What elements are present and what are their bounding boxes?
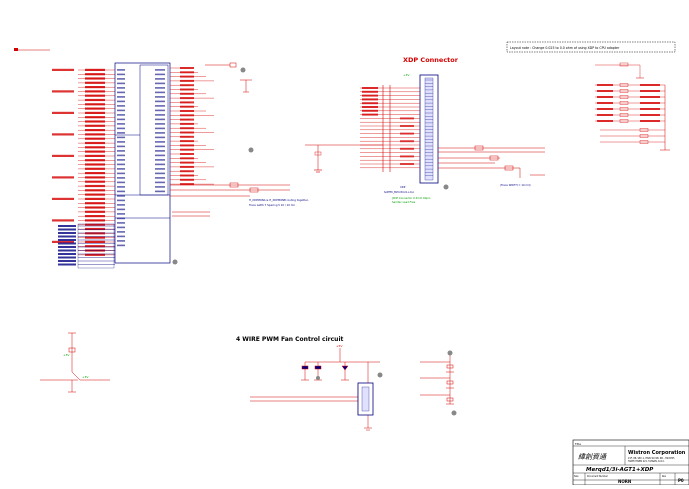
tp-circle [248,147,254,153]
cpu-left-net-labels [52,68,115,266]
xdp-rail-label: +3V [403,73,410,77]
thermal-rail-label-2: +3V [82,375,89,379]
tb-size-label: Size [574,475,579,478]
title-block: Title 緯創資通 Wistron Corporation 21F, 88, … [572,439,689,486]
xdp-connector-title: XDP Connector [403,56,459,64]
cpu-right-nets [170,67,214,186]
fan-circuit-title: 4 WIRE PWM Fan Control circuit [236,336,344,343]
tb-title-label: Title [574,442,581,446]
xdp-refdes: XDP [400,185,406,189]
cpu-socket-block [114,62,171,264]
xdp-vendor-note: Samtec Lead Free [392,200,416,204]
trace-width-note: (Trace WIDTH = 10 mil) [500,183,531,187]
tp-circle [240,67,246,73]
thermal-section: +3V +3V [40,332,110,393]
routing-note-line-2: Trace width 7 Spacing 5 10 / 10 mil [249,203,295,207]
tp-circle [172,259,178,265]
tp-circle [377,372,383,378]
xdp-assembly-note: JXDP Connector 0.5mm 60pin [391,196,431,200]
xdp-connector-pins [425,79,433,176]
tb-doc-number: NORN [618,479,631,484]
tb-company: Wistron Corporation [628,450,686,456]
tp-circle [443,184,449,190]
fan-rail-label: +5V [336,344,343,348]
thermal-rail-label: +3V [63,353,70,357]
fan-section: 4 WIRE PWM Fan Control circuit +5V [236,336,457,431]
tb-doc-label: Document Number [587,475,608,478]
xdp-resistor-network [595,62,670,151]
cpu-section: H_XDPMONA & H_XDPMONB routing together, … [14,48,309,269]
tb-address-1: 21F, 88, SEC.1, HSIN TAI WU RD., HSICHIH… [628,457,675,460]
cpu-pin-lines [117,69,165,247]
xdp-section: XDP Connector +3V XDP SAMTEC_BSH-030-01-… [305,41,676,204]
layout-note-box [506,41,676,53]
xdp-part-number: SAMTEC_BSH-030-01-L-D-A [384,191,414,194]
tb-revision: P0 [678,478,684,483]
tb-chinese-name: 緯創資通 [578,453,607,461]
routing-note-line-1: H_XDPMONA & H_XDPMONB routing together, [249,198,309,202]
tb-address-2: TAIPEI HSIEN 221, TAIWAN, R.O.C. [628,460,665,463]
tb-rev-label: Rev [662,475,667,478]
tb-project: Merqd1/3i-AGT1+XDP [586,467,653,473]
layout-note: Layout note : Change 0.025 to 0.0 ohm of… [510,46,620,50]
